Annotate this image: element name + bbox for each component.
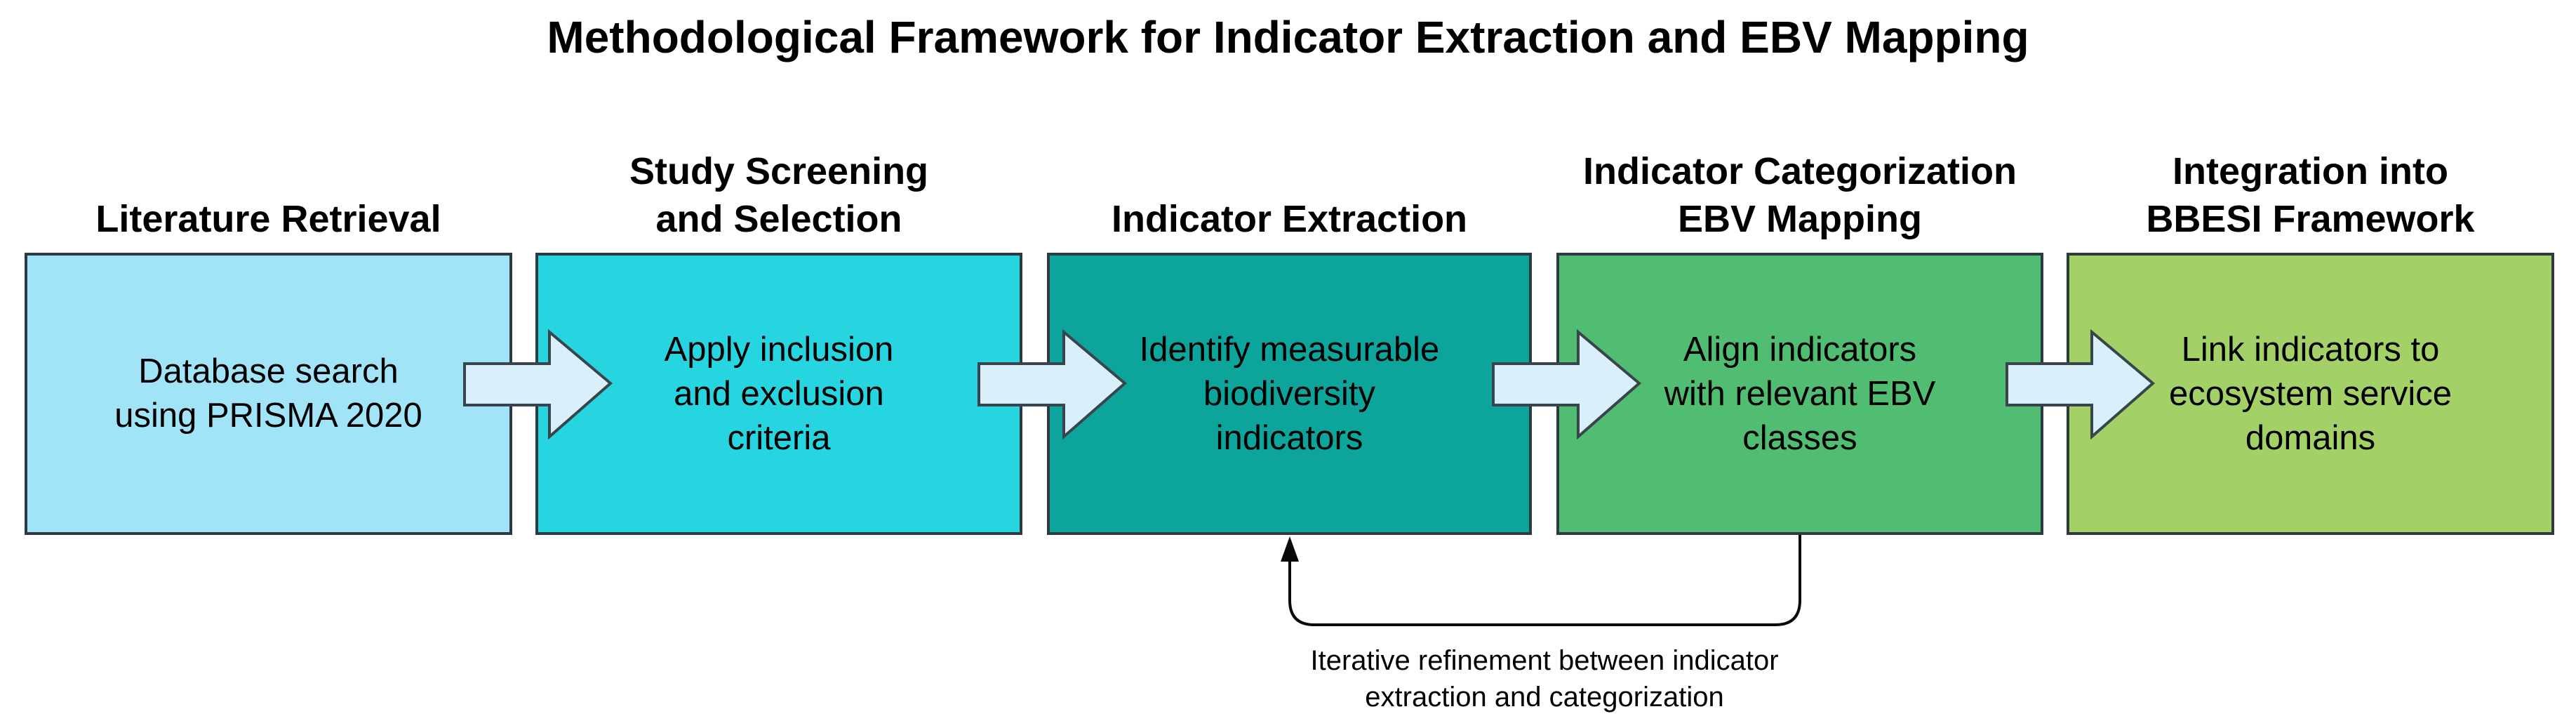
feedback-loop-label: Iterative refinement between indicator e…	[1310, 645, 1779, 713]
stage-box-literature-retrieval: Database search using PRISMA 2020	[25, 253, 512, 535]
diagram-title: Methodological Framework for Indicator E…	[547, 12, 2029, 62]
stage-box-bbesi-integration: Link indicators to ecosystem service dom…	[2067, 253, 2554, 535]
stage-box-study-screening: Apply inclusion and exclusion criteria	[535, 253, 1022, 535]
flow-arrow-icon-4	[2006, 329, 2156, 439]
flow-arrow-icon-1	[463, 329, 613, 439]
flow-arrow-icon-3	[1492, 329, 1642, 439]
stage-header-literature-retrieval: Literature Retrieval	[95, 198, 441, 240]
stage-header-indicator-extraction: Indicator Extraction	[1111, 198, 1468, 240]
stage-box-indicator-categorization: Align indicators with relevant EBV class…	[1556, 253, 2043, 535]
flow-arrow-icon-2	[977, 329, 1128, 439]
feedback-loop-arrow-icon	[1281, 535, 1801, 626]
stage-header-indicator-categorization: Indicator Categorization EBV Mapping	[1582, 150, 2017, 240]
stage-header-bbesi-integration: Integration into BBESI Framework	[2146, 150, 2475, 240]
stage-header-study-screening: Study Screening and Selection	[629, 150, 929, 240]
